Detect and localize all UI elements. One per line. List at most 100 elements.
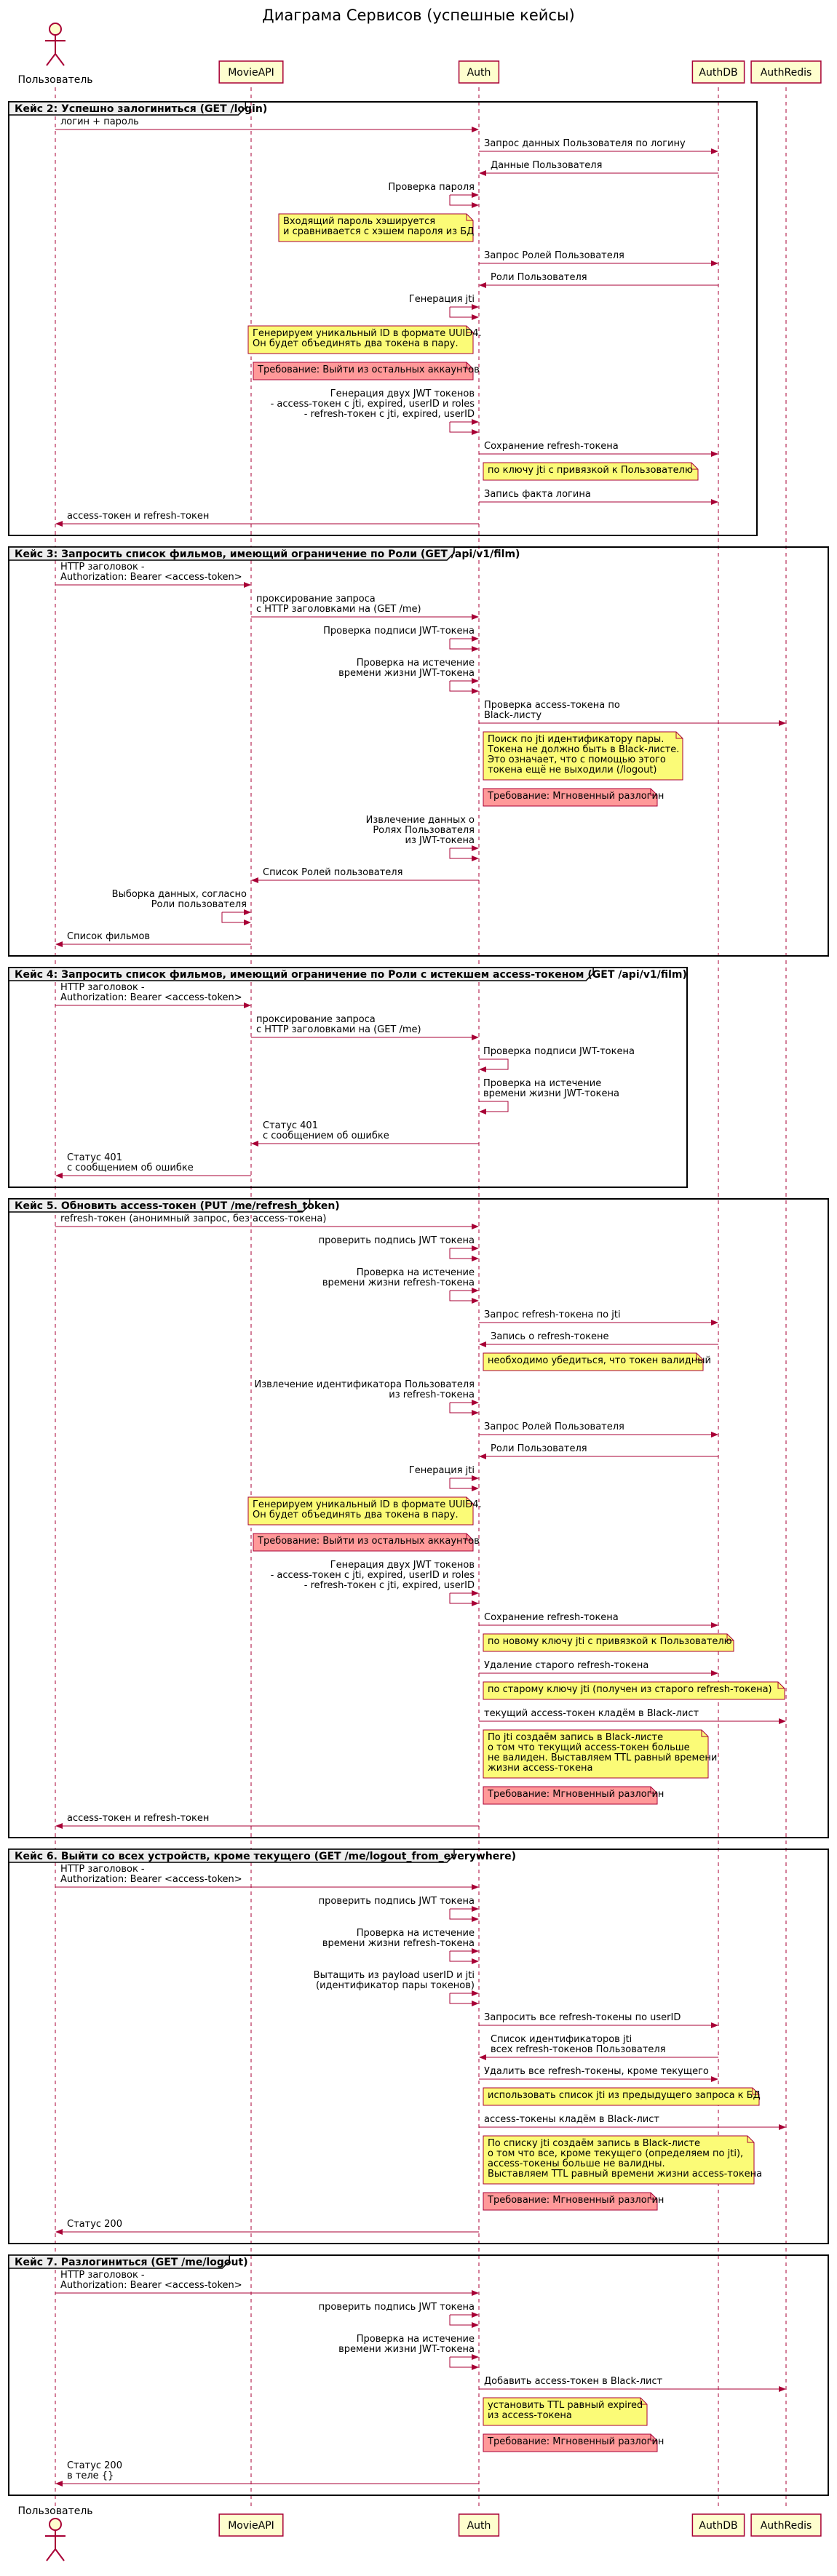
arrowhead (711, 2022, 718, 2028)
diagram-title: Диаграма Сервисов (успешные кейсы) (262, 7, 574, 24)
self-message-label: проверить подпись JWT токена (319, 1235, 475, 1246)
message-label: access-токен и refresh-токен (67, 1813, 209, 1824)
note-text: По jti создаём запись в Black-листе (488, 1732, 663, 1743)
requirement-note: Требование: Мгновенный разлогин (483, 2192, 664, 2211)
actor-leg (55, 2548, 65, 2561)
self-message: проверить подпись JWT токена (319, 1235, 479, 1261)
requirement-note: Требование: Мгновенный разлогин (483, 1786, 664, 1805)
arrowhead (711, 1670, 718, 1676)
message-label: HTTP заголовок - (60, 2270, 145, 2281)
message-label: с HTTP заголовками на (GET /me) (256, 1024, 421, 1035)
message: Запись факта логина (479, 489, 718, 505)
note-fold (691, 463, 698, 470)
actor-leg (55, 53, 65, 66)
arrowhead (472, 202, 479, 208)
self-message-arrow (449, 1403, 478, 1413)
note-body (483, 788, 658, 807)
note-text: Требование: Мгновенный разлогин (487, 1789, 664, 1800)
note-text: Требование: Выйти из остальных аккаунтов (257, 1536, 480, 1547)
requirement-note: Требование: Выйти из остальных аккаунтов (253, 1533, 480, 1552)
actor-leg (46, 2548, 56, 2561)
note-fold (640, 2398, 647, 2405)
participant-box (458, 2513, 500, 2537)
self-message-arrow (449, 1248, 478, 1259)
arrowhead (472, 678, 479, 684)
self-message-label: Роли пользователя (151, 899, 247, 910)
self-message-label: Вытащить из payload userID и jti (314, 1970, 475, 1981)
case-frame-border (8, 1849, 829, 2244)
message-label: в теле {} (67, 2471, 114, 2481)
self-message-label: времени жизни JWT-токена (483, 1088, 619, 1099)
note-fold (701, 1730, 708, 1737)
participant-label: AuthRedis (761, 2520, 812, 2532)
arrowhead (244, 909, 251, 915)
arrowhead (472, 304, 479, 310)
participant-label: Пользователь (17, 74, 92, 86)
self-message-label: (идентификатор пары токенов) (316, 1980, 475, 1991)
self-message-arrow (479, 1058, 509, 1070)
case-frame: Кейс 4: Запросить список фильмов, имеющи… (8, 967, 688, 1188)
message: access-токены кладём в Black-лист (479, 2114, 786, 2130)
note-fold (466, 326, 473, 333)
note: необходимо убедиться, что токен валидный (483, 1352, 711, 1371)
note-fold (650, 1787, 657, 1794)
self-message-label: Извлечение данных о (366, 815, 475, 826)
message-label: Список Ролей пользователя (263, 867, 402, 878)
message: Запись о refresh-токене (479, 1331, 718, 1347)
arrowhead (55, 2481, 63, 2487)
participant-box (218, 2513, 284, 2537)
message-label: всех refresh-токенов Пользователя (491, 2044, 666, 2055)
arrowhead (251, 1141, 258, 1147)
case-title: Кейс 4: Запросить список фильмов, имеющи… (15, 969, 687, 981)
message: Удалить все refresh-токены, кроме текуще… (479, 2066, 718, 2082)
case-frame-border (8, 2254, 829, 2496)
self-message-arrow (449, 639, 478, 650)
participant-redis-top: AuthRedis (750, 60, 822, 84)
participant-box (691, 60, 745, 84)
self-message-label: Проверка подписи JWT-токена (483, 1046, 635, 1057)
self-message-label: из JWT-токена (405, 835, 475, 846)
message: Статус 200 (55, 2219, 479, 2235)
message-label: Сохранение refresh-токена (484, 441, 619, 452)
arrowhead (472, 1906, 479, 1912)
message: Список Ролей пользователя (251, 867, 479, 883)
arrowhead (472, 1400, 479, 1405)
note: по ключу jti с привязкой к Пользователю (483, 462, 699, 481)
note-body (483, 2135, 755, 2185)
message-label: Список фильмов (67, 931, 150, 942)
case-title: Кейс 2: Успешно залогиниться (GET /login… (15, 103, 267, 115)
arrowhead (472, 1990, 479, 1996)
message: HTTP заголовок -Authorization: Bearer <a… (55, 982, 251, 1008)
message-label: Authorization: Bearer <access-token> (60, 2280, 242, 2291)
note: Генерируем уникальный ID в формате UUID4… (247, 1496, 482, 1526)
participant-label: MovieAPI (228, 67, 274, 79)
note-body (483, 2192, 658, 2211)
message-label: текущий access-токен кладём в Black-лист (484, 1708, 699, 1719)
note-text: по старому ключу jti (получен из старого… (488, 1684, 772, 1695)
message: access-токен и refresh-токен (55, 511, 479, 527)
arrowhead (479, 1341, 486, 1347)
case-frame: Кейс 5. Обновить access-токен (PUT /me/r… (8, 1198, 829, 1838)
participant-label: Пользователь (17, 2505, 92, 2517)
note-text: access-токены больше не валидны. (488, 2158, 665, 2169)
note-fold (696, 1353, 703, 1360)
message: Данные Пользователя (479, 160, 718, 176)
note-text: Токена не должно быть в Black-листе. (487, 744, 679, 755)
arrowhead (472, 1590, 479, 1596)
self-message-arrow (449, 2315, 478, 2326)
arrowhead (779, 2386, 786, 2392)
arrowhead (711, 1432, 718, 1437)
case-frame-border (8, 101, 758, 536)
case-frame-border (8, 1198, 829, 1838)
note-body (278, 213, 474, 242)
arrowhead (472, 1600, 479, 1606)
message: Запрос Ролей Пользователя (479, 1421, 718, 1437)
arrowhead (779, 2124, 786, 2130)
self-message-arrow (449, 681, 478, 692)
actor-leg (46, 53, 56, 66)
